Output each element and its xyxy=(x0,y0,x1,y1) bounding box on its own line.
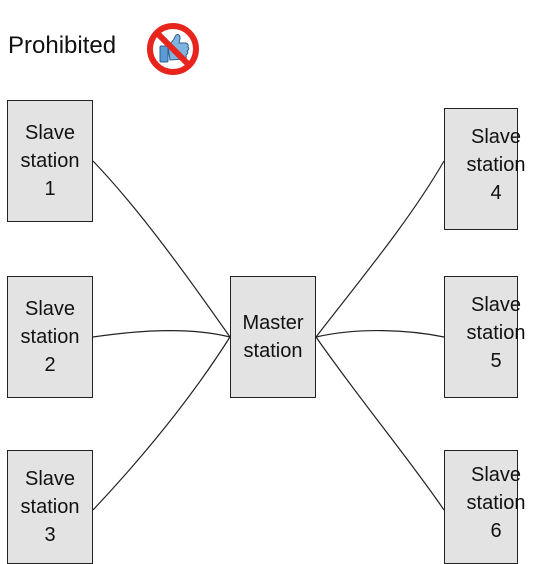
slave-station-3: Slave station 3 xyxy=(7,450,93,564)
slave-station-6: Slave station 6 xyxy=(444,450,525,564)
slave-station-2-label: Slave station 2 xyxy=(20,298,80,376)
slave-station-1: Slave station 1 xyxy=(7,100,93,222)
prohibited-thumbs-up-icon xyxy=(147,23,199,75)
slave-station-2: Slave station 2 xyxy=(7,276,93,398)
wire-slave-5 xyxy=(315,330,445,338)
wire-slave-1 xyxy=(92,160,231,338)
slave-station-4: Slave station 4 xyxy=(444,108,525,230)
wire-slave-3 xyxy=(92,336,231,511)
slave-station-5-label: Slave station 5 xyxy=(466,294,526,372)
prohibited-label: Prohibited xyxy=(8,32,117,59)
wire-slave-6 xyxy=(315,336,445,511)
slave-station-4-label: Slave station 4 xyxy=(466,126,526,204)
connection-lines xyxy=(92,160,445,511)
master-station-label: Master station xyxy=(242,312,304,362)
slave-station-5: Slave station 5 xyxy=(444,276,525,398)
thumbs-up-icon xyxy=(159,34,190,63)
master-station: Master station xyxy=(230,276,316,398)
slave-station-3-label: Slave station 3 xyxy=(20,468,80,546)
slave-station-1-label: Slave station 1 xyxy=(20,122,80,200)
slave-station-6-label: Slave station 6 xyxy=(466,464,526,542)
wire-slave-4 xyxy=(315,160,445,338)
wire-slave-2 xyxy=(92,330,231,338)
